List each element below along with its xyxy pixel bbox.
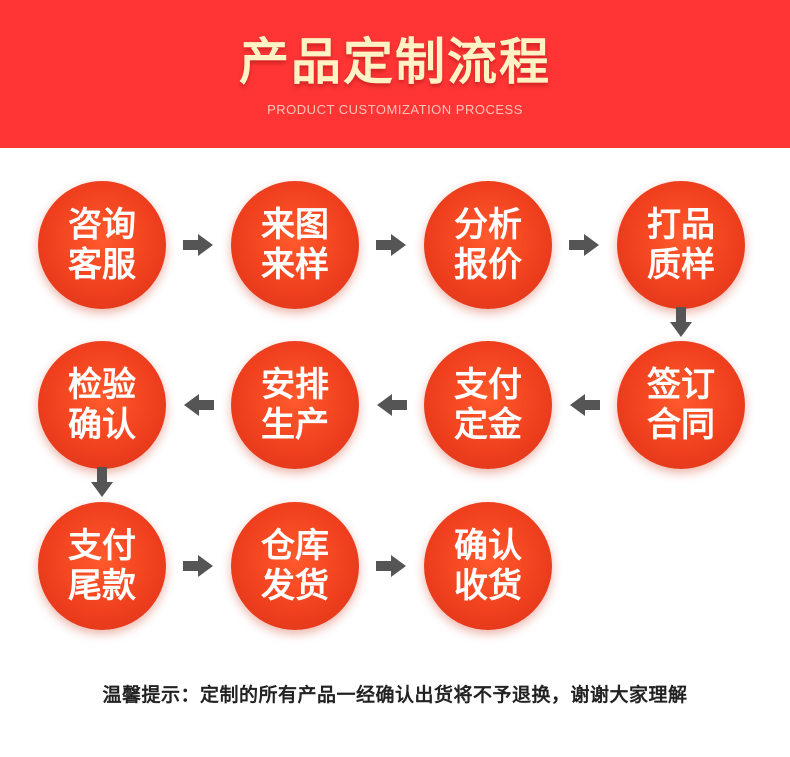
- step-analyze-quote: 分析 报价: [424, 181, 552, 309]
- arrow-left-icon: [184, 394, 214, 416]
- step-line2: 生产: [261, 405, 329, 445]
- step-line1: 确认: [454, 526, 522, 566]
- step-line1: 咨询: [68, 205, 136, 245]
- page-title: 产品定制流程: [239, 33, 551, 91]
- step-line1: 支付: [68, 526, 136, 566]
- step-line1: 仓库: [261, 526, 329, 566]
- page-subtitle: PRODUCT CUSTOMIZATION PROCESS: [267, 102, 523, 117]
- step-send-sample: 来图 来样: [231, 181, 359, 309]
- arrow-right-icon: [376, 555, 406, 577]
- arrow-left-icon: [570, 394, 600, 416]
- step-make-sample: 打品 质样: [617, 181, 745, 309]
- step-line1: 来图: [261, 205, 329, 245]
- step-pay-deposit: 支付 定金: [424, 341, 552, 469]
- step-sign-contract: 签订 合同: [617, 341, 745, 469]
- arrow-left-icon: [377, 394, 407, 416]
- step-line1: 检验: [68, 365, 136, 405]
- step-warehouse-ship: 仓库 发货: [231, 502, 359, 630]
- arrow-down-icon: [91, 467, 113, 497]
- step-line2: 质样: [647, 245, 715, 285]
- step-line2: 定金: [454, 405, 522, 445]
- arrow-down-icon: [670, 307, 692, 337]
- header-banner: [0, 0, 790, 148]
- step-line2: 发货: [261, 566, 329, 606]
- step-line1: 签订: [647, 365, 715, 405]
- step-line2: 收货: [454, 566, 522, 606]
- step-line2: 客服: [68, 245, 136, 285]
- arrow-right-icon: [183, 234, 213, 256]
- step-line1: 安排: [261, 365, 329, 405]
- step-pay-balance: 支付 尾款: [38, 502, 166, 630]
- arrow-right-icon: [569, 234, 599, 256]
- arrow-right-icon: [376, 234, 406, 256]
- step-arrange-production: 安排 生产: [231, 341, 359, 469]
- step-line2: 尾款: [68, 566, 136, 606]
- arrow-right-icon: [183, 555, 213, 577]
- step-line2: 合同: [647, 405, 715, 445]
- step-line1: 打品: [647, 205, 715, 245]
- step-line1: 分析: [454, 205, 522, 245]
- step-line2: 来样: [261, 245, 329, 285]
- step-line2: 报价: [454, 245, 522, 285]
- footer-tip: 温馨提示：定制的所有产品一经确认出货将不予退换，谢谢大家理解: [102, 684, 688, 706]
- step-line2: 确认: [68, 405, 136, 445]
- step-confirm-receipt: 确认 收货: [424, 502, 552, 630]
- step-consult-service: 咨询 客服: [38, 181, 166, 309]
- step-inspect-confirm: 检验 确认: [38, 341, 166, 469]
- step-line1: 支付: [454, 365, 522, 405]
